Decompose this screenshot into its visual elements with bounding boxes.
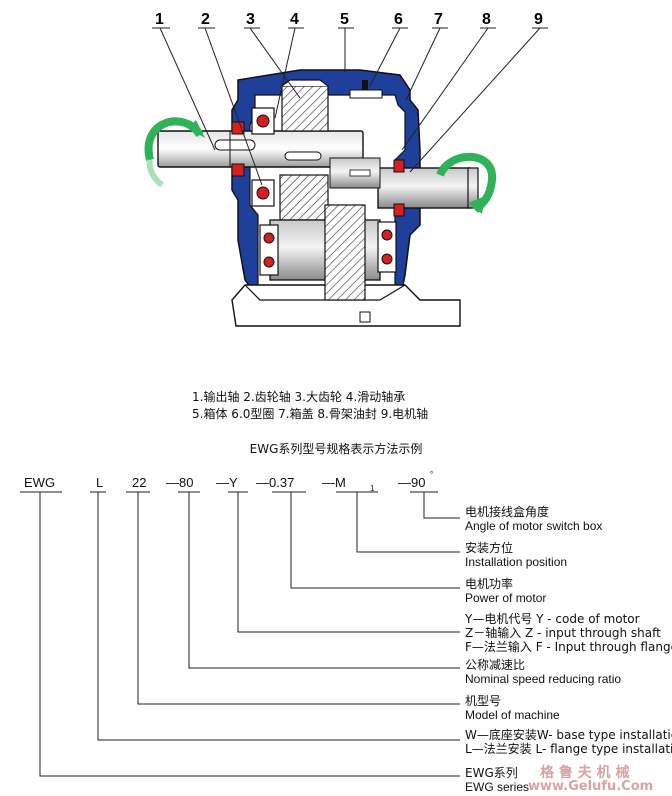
callout-8: 8 xyxy=(482,11,491,28)
desc-size-en: Model of machine xyxy=(465,708,560,722)
code-position: —M xyxy=(322,475,346,490)
desc-ratio-zh: 公称减速比 xyxy=(465,658,526,672)
desc-position-en: Installation position xyxy=(465,555,568,569)
code-angle: —90 xyxy=(398,475,426,490)
desc-motor-line2: Z－轴输入 Z - input through shaft xyxy=(465,626,661,640)
desc-motor-line3: F—法兰输入 F - Input through flange xyxy=(465,640,672,654)
callout-3: 3 xyxy=(246,11,255,28)
desc-angle-zh: 电机接线盒角度 xyxy=(465,505,550,519)
desc-ratio: 公称减速比 Nominal speed reducing ratio xyxy=(465,658,621,686)
callout-2: 2 xyxy=(201,11,210,28)
motor-shaft xyxy=(329,157,479,209)
desc-angle: 电机接线盒角度 Angle of motor switch box xyxy=(465,505,602,533)
rotation-arrow-right xyxy=(436,152,497,214)
desc-power-en: Power of motor xyxy=(465,591,547,605)
desc-series-zh: EWG系列 xyxy=(465,766,518,780)
oil-seals xyxy=(231,121,405,217)
desc-position-zh: 安装方位 xyxy=(465,541,514,555)
callout-6: 6 xyxy=(394,11,403,28)
callout-1: 1 xyxy=(155,11,164,28)
watermark-zh: 格 鲁 夫 机 械 xyxy=(540,765,630,781)
code-motor: —Y xyxy=(216,475,238,490)
desc-series: EWG系列 EWG series xyxy=(465,766,529,794)
desc-ratio-en: Nominal speed reducing ratio xyxy=(465,672,622,686)
desc-motor-line1: Y—电机代号 Y - code of motor xyxy=(465,612,640,626)
callout-leaders xyxy=(152,27,548,186)
bearings xyxy=(251,107,397,276)
desc-mount: W—底座安装W- base type installation, L—法兰安装 … xyxy=(465,728,672,756)
code-angle-degree: ° xyxy=(430,470,434,479)
callout-7: 7 xyxy=(434,11,443,28)
code-power: —0.37 xyxy=(256,475,295,490)
desc-series-en: EWG series xyxy=(465,780,530,794)
watermark-en: www.Gelufu.Com xyxy=(528,779,654,794)
desc-mount-line1: W—底座安装W- base type installation, xyxy=(465,728,672,742)
code-series: EWG xyxy=(24,475,56,490)
code-mount: L xyxy=(96,475,104,490)
code-position-subscript: 1 xyxy=(370,484,375,493)
callout-4: 4 xyxy=(290,11,299,28)
callout-numbers: 1 2 3 4 5 6 7 8 9 xyxy=(155,11,543,28)
o-ring xyxy=(349,80,383,99)
gear-shaft xyxy=(269,174,381,301)
desc-power: 电机功率 Power of motor xyxy=(465,577,546,605)
large-gear xyxy=(281,79,329,132)
output-shaft xyxy=(157,130,364,168)
desc-mount-line2: L—法兰安装 L- flange type installation xyxy=(465,742,672,756)
desc-angle-en: Angle of motor switch box xyxy=(465,519,603,533)
code-size: 22 xyxy=(132,475,147,490)
code-ratio: —80 xyxy=(166,475,194,490)
desc-power-zh: 电机功率 xyxy=(465,577,514,591)
parts-legend-line-2: 5.箱体 6.0型圈 7.箱盖 8.骨架油封 9.电机轴 xyxy=(192,407,429,421)
code-leader-lines xyxy=(20,491,460,777)
callout-5: 5 xyxy=(340,11,349,28)
desc-size: 机型号 Model of machine xyxy=(465,694,560,722)
parts-legend-line-1: 1.输出轴 2.齿轮轴 3.大齿轮 4.滑动轴承 xyxy=(192,390,406,404)
callout-9: 9 xyxy=(534,11,543,28)
rotation-arrow-left xyxy=(144,117,205,188)
example-title: EWG系列型号规格表示方法示例 xyxy=(249,442,423,456)
desc-position: 安装方位 Installation position xyxy=(465,541,567,569)
desc-motor: Y—电机代号 Y - code of motor Z－轴输入 Z - input… xyxy=(465,612,672,654)
desc-size-zh: 机型号 xyxy=(465,694,502,708)
gearbox-cross-section: 1 2 3 4 5 6 7 8 9 xyxy=(144,11,548,327)
